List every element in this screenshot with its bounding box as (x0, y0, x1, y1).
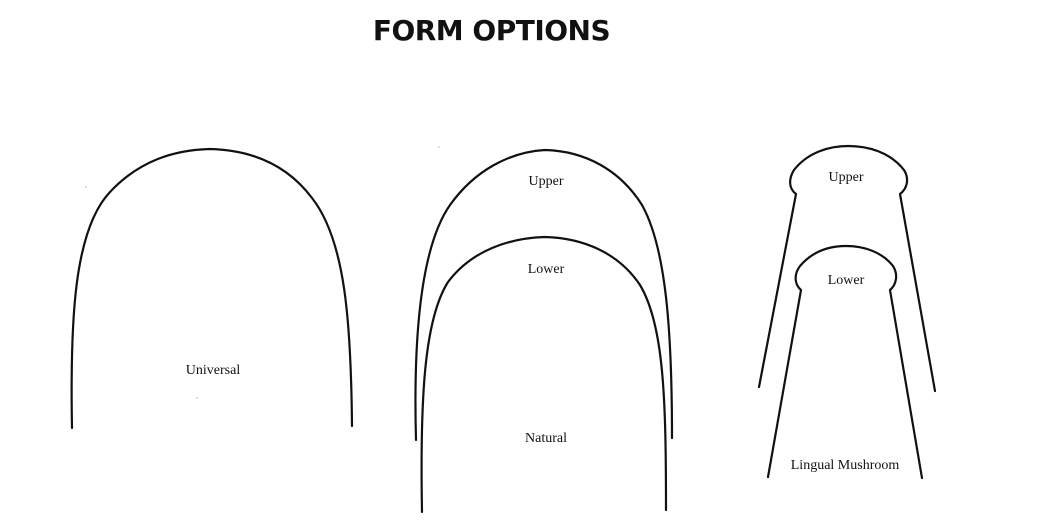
natural-lower-label: Lower (528, 262, 565, 277)
lingual-mushroom-form: Upper Lower Lingual Mushroom (757, 144, 937, 480)
page-title: FORM OPTIONS (372, 14, 611, 47)
lingual-lower-arch-wire (766, 244, 924, 480)
lingual-mushroom-label: Lingual Mushroom (791, 458, 900, 473)
image-speck (85, 186, 87, 188)
natural-upper-arch-wire (414, 148, 674, 442)
image-speck (196, 397, 198, 399)
lingual-upper-arch-wire (757, 144, 937, 393)
natural-lower-arch-wire (420, 235, 668, 514)
lingual-lower-label: Lower (828, 273, 865, 288)
lingual-upper-label: Upper (829, 170, 864, 185)
universal-form: Universal (70, 147, 354, 430)
natural-upper-label: Upper (529, 174, 564, 189)
natural-form: Upper Lower Natural (414, 146, 674, 514)
universal-label: Universal (186, 363, 241, 378)
image-speck (438, 146, 440, 148)
natural-label: Natural (525, 431, 567, 446)
universal-arch-wire (70, 147, 354, 430)
